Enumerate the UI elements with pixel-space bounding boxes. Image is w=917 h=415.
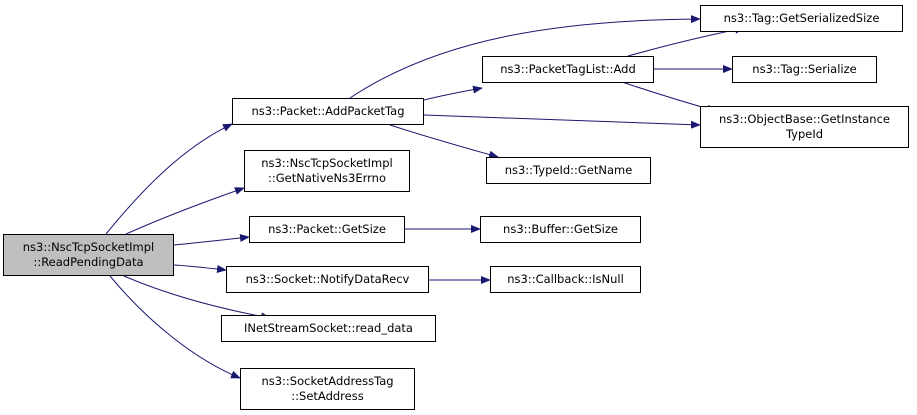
- node-get-native-ns3-errno[interactable]: ns3::NscTcpSocketImpl ::GetNativeNs3Errn…: [244, 150, 410, 192]
- node-label-line: ::SetAddress: [291, 389, 364, 403]
- edge-add_packet_tag-packet_tag_list_add: [423, 85, 483, 101]
- node-label-line: ::ReadPendingData: [33, 255, 144, 269]
- edge-read_pending-notify_data_recv: [173, 264, 227, 273]
- edge-add_packet_tag-object_base_get_instance_typeid: [423, 114, 701, 129]
- node-packet-get-size[interactable]: ns3::Packet::GetSize: [249, 216, 405, 243]
- node-socket-notify-data-recv[interactable]: ns3::Socket::NotifyDataRecv: [226, 266, 429, 293]
- node-label-line: TypeId: [785, 127, 824, 141]
- node-label-line: ns3::Callback::IsNull: [507, 272, 624, 286]
- node-tag-get-serialized-size[interactable]: ns3::Tag::GetSerializedSize: [700, 5, 903, 32]
- node-tag-serialize[interactable]: ns3::Tag::Serialize: [732, 56, 877, 83]
- node-packet-add-packet-tag[interactable]: ns3::Packet::AddPacketTag: [232, 98, 424, 125]
- edge-read_pending-read_data: [123, 275, 271, 321]
- edge-read_pending-add_packet_tag: [105, 123, 233, 235]
- node-inet-stream-socket-read-data[interactable]: INetStreamSocket::read_data: [221, 315, 436, 342]
- node-label-line: ns3::ObjectBase::GetInstance: [719, 112, 890, 126]
- node-label-line: ns3::Tag::GetSerializedSize: [723, 11, 880, 25]
- node-label-line: ns3::NscTcpSocketImpl: [261, 156, 393, 170]
- node-object-base-get-instance-typeid[interactable]: ns3::ObjectBase::GetInstance TypeId: [700, 106, 909, 148]
- node-callback-is-null[interactable]: ns3::Callback::IsNull: [490, 266, 641, 293]
- node-label-line: INetStreamSocket::read_data: [244, 321, 413, 335]
- node-label-line: ::GetNativeNs3Errno: [267, 171, 387, 185]
- edge-read_pending-get_native_errno: [125, 187, 245, 235]
- node-typeid-get-name[interactable]: ns3::TypeId::GetName: [486, 157, 651, 184]
- node-label-line: ns3::Socket::NotifyDataRecv: [245, 272, 410, 286]
- node-socket-address-tag-set-address[interactable]: ns3::SocketAddressTag ::SetAddress: [240, 368, 415, 410]
- edge-packet_tag_list_add-tag_get_serialized_size: [627, 25, 745, 57]
- node-label-line: ns3::SocketAddressTag: [261, 374, 394, 388]
- node-label-line: ns3::PacketTagList::Add: [500, 62, 636, 76]
- node-label-line: ns3::NscTcpSocketImpl: [22, 240, 155, 254]
- node-label-line: ns3::TypeId::GetName: [504, 163, 633, 177]
- edge-add_packet_tag-typeid_get_name: [389, 124, 499, 159]
- node-label-line: ns3::Packet::GetSize: [268, 222, 386, 236]
- node-buffer-get-size[interactable]: ns3::Buffer::GetSize: [480, 216, 641, 243]
- edge-read_pending-set_address: [109, 275, 241, 379]
- node-label-line: ns3::Packet::AddPacketTag: [251, 104, 405, 118]
- node-label-line: ns3::Tag::Serialize: [752, 62, 857, 76]
- node-label-line: ns3::Buffer::GetSize: [503, 222, 618, 236]
- node-read-pending-data: ns3::NscTcpSocketImpl ::ReadPendingData: [3, 234, 174, 276]
- edge-add_packet_tag-tag_get_serialized_size: [349, 15, 701, 99]
- edge-read_pending-packet_get_size: [173, 234, 250, 246]
- node-packet-tag-list-add[interactable]: ns3::PacketTagList::Add: [482, 56, 654, 83]
